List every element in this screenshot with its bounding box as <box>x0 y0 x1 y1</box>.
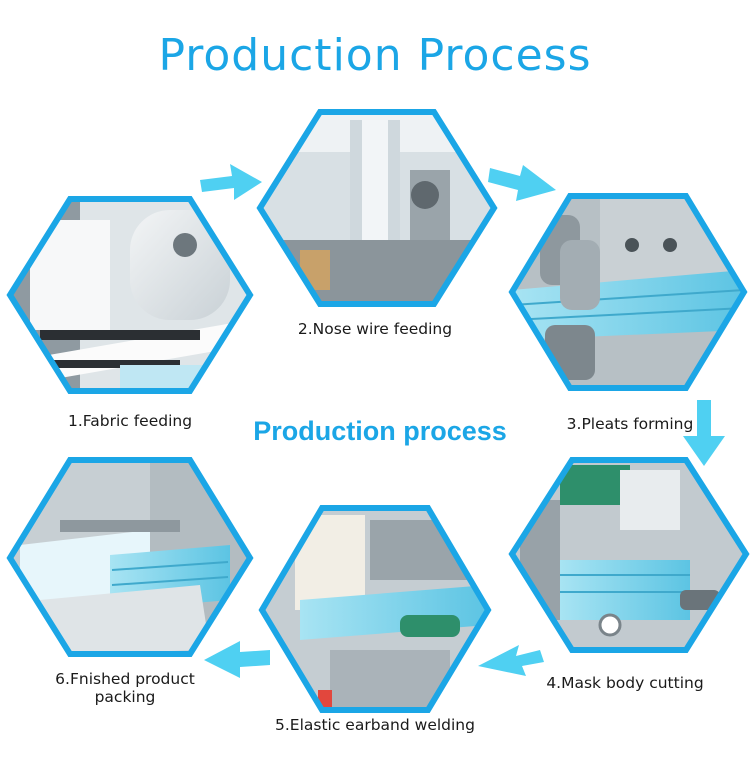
step-5-label: 5.Elastic earband welding <box>275 716 475 734</box>
step-2-label: 2.Nose wire feeding <box>297 320 453 338</box>
hexagon-step-6 <box>6 457 254 657</box>
hexagon-step-4 <box>508 457 750 653</box>
hexagon-step-1 <box>6 196 254 394</box>
page-title: Production Process <box>158 30 592 81</box>
hexagon-step-2 <box>256 109 498 307</box>
arrow-step-2-to-3 <box>488 165 556 201</box>
arrow-step-1-to-2 <box>200 164 262 200</box>
step-6-label-line2: packing <box>94 688 156 706</box>
arrow-step-5-to-6 <box>204 641 270 678</box>
step-6-label: 6.Fnished product packing <box>20 670 230 706</box>
step-1-label: 1.Fabric feeding <box>67 412 193 430</box>
center-title: Production process <box>253 416 507 446</box>
arrow-step-4-to-5 <box>478 645 544 676</box>
hexagon-step-3 <box>508 193 748 391</box>
step-6-label-line1: 6.Fnished product <box>55 670 195 688</box>
hexagon-step-5 <box>258 505 492 713</box>
step-3-label: 3.Pleats forming <box>566 415 694 433</box>
arrow-step-3-to-4 <box>683 400 725 466</box>
step-4-label: 4.Mask body cutting <box>546 674 704 692</box>
